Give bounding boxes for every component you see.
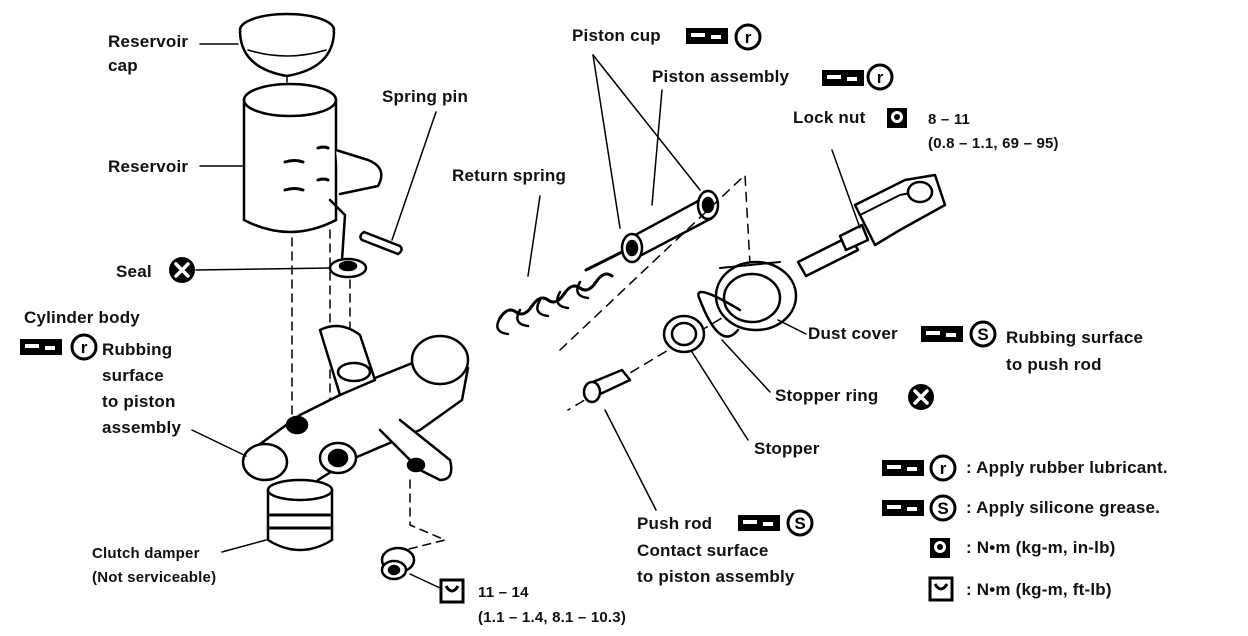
clutch-damper-note: (Not serviceable): [92, 569, 217, 586]
torque-wrench-ftlb-icon: [439, 578, 465, 604]
spring-pin-label: Spring pin: [382, 87, 469, 106]
cylinder-body-label: Cylinder body: [24, 308, 140, 327]
bottom-bolt-drawing: [380, 479, 446, 589]
stopper-label: Stopper: [754, 439, 820, 458]
clutch-damper-drawing: [221, 478, 334, 553]
svg-text:r: r: [877, 68, 884, 87]
piston-assembly-label: Piston assembly: [652, 67, 790, 86]
return-spring-drawing: [496, 195, 614, 336]
rubber-lubricant-symbol-icon: r: [929, 454, 957, 482]
icon-layer: r r r S S r S: [20, 23, 997, 604]
lubricant-icon: [882, 460, 924, 476]
lubricant-icon: [738, 515, 780, 531]
stopper-ring-drawing: [697, 290, 771, 393]
svg-text:S: S: [794, 514, 805, 533]
bottom-bolt-torque: 11 – 14: [478, 584, 529, 601]
cylinder-body-note-line1: Rubbing: [102, 340, 173, 359]
piston-assembly-drawing: [584, 54, 720, 272]
lubricant-icon: [882, 500, 924, 516]
seal-label: Seal: [116, 262, 152, 281]
legend-silicone-grease: : Apply silicone grease.: [966, 498, 1161, 517]
cylinder-body-note-line3: to piston: [102, 392, 176, 411]
dust-cover-note-line1: Rubbing surface: [1006, 328, 1144, 347]
cylinder-body-note-line2: surface: [102, 366, 164, 385]
legend-torque-ftlb: : N•m (kg-m, ft-lb): [966, 580, 1112, 599]
rubber-lubricant-symbol-icon: r: [866, 63, 894, 91]
lubricant-icon: [20, 339, 62, 355]
svg-text:S: S: [977, 325, 988, 344]
lock-nut-torque-detail: (0.8 – 1.1, 69 – 95): [928, 135, 1059, 152]
stopper-drawing: [662, 314, 749, 441]
push-rod-drawing: [582, 368, 657, 511]
lubricant-icon: [686, 28, 728, 44]
replace-part-icon: [169, 257, 195, 283]
push-rod-label: Push rod: [637, 514, 713, 533]
lubricant-icon: [822, 70, 864, 86]
push-rod-note: Contact surface to piston assembly: [637, 538, 795, 590]
legend-rubber-lubricant: : Apply rubber lubricant.: [966, 458, 1168, 477]
legend-torque-inlb: : N•m (kg-m, in-lb): [966, 538, 1116, 557]
reservoir-cap-label: Reservoir cap: [108, 32, 188, 76]
silicone-grease-symbol-icon: S: [929, 494, 957, 522]
seal-drawing: [195, 257, 368, 279]
bottom-bolt-torque-detail: (1.1 – 1.4, 8.1 – 10.3): [478, 609, 627, 626]
cylinder-body-drawing: [241, 324, 470, 507]
cylinder-body-note-line4: assembly: [102, 418, 182, 437]
lock-nut-torque: 8 – 11: [928, 111, 971, 128]
push-rod-note-line1: Contact surface: [637, 541, 769, 560]
return-spring-label: Return spring: [452, 166, 567, 185]
reservoir-drawing: [242, 82, 383, 262]
dust-cover-label: Dust cover: [808, 324, 898, 343]
reservoir-cap-drawing: [238, 12, 336, 103]
reservoir-cap-label-line2: cap: [108, 56, 138, 75]
rubber-lubricant-symbol-icon: r: [70, 333, 98, 361]
piston-cup-label: Piston cup: [572, 26, 661, 45]
dust-cover-note-line2: to push rod: [1006, 355, 1102, 374]
stopper-ring-label: Stopper ring: [775, 386, 879, 405]
cylinder-body-note: Rubbing surface to piston assembly: [102, 337, 181, 441]
silicone-grease-symbol-icon: S: [786, 509, 814, 537]
lubricant-icon: [921, 326, 963, 342]
dust-cover-drawing: [714, 260, 807, 335]
torque-wrench-inlb-icon: [930, 538, 950, 558]
lock-nut-label: Lock nut: [793, 108, 866, 127]
push-rod-note-line2: to piston assembly: [637, 567, 795, 586]
replace-part-icon: [908, 384, 934, 410]
svg-text:r: r: [81, 338, 88, 357]
dust-cover-note: Rubbing surface to push rod: [1006, 324, 1143, 378]
torque-wrench-inlb-icon: [887, 108, 907, 128]
silicone-grease-symbol-icon: S: [969, 320, 997, 348]
lock-nut-drawing: [796, 149, 947, 278]
reservoir-label: Reservoir: [108, 157, 189, 176]
spring-pin-drawing: [359, 111, 437, 256]
torque-wrench-ftlb-icon: [928, 576, 954, 602]
svg-text:r: r: [940, 459, 947, 478]
clutch-damper-label: Clutch damper: [92, 545, 200, 562]
reservoir-cap-label-line1: Reservoir: [108, 32, 189, 51]
svg-text:r: r: [745, 28, 752, 47]
svg-text:S: S: [937, 499, 948, 518]
rubber-lubricant-symbol-icon: r: [734, 23, 762, 51]
